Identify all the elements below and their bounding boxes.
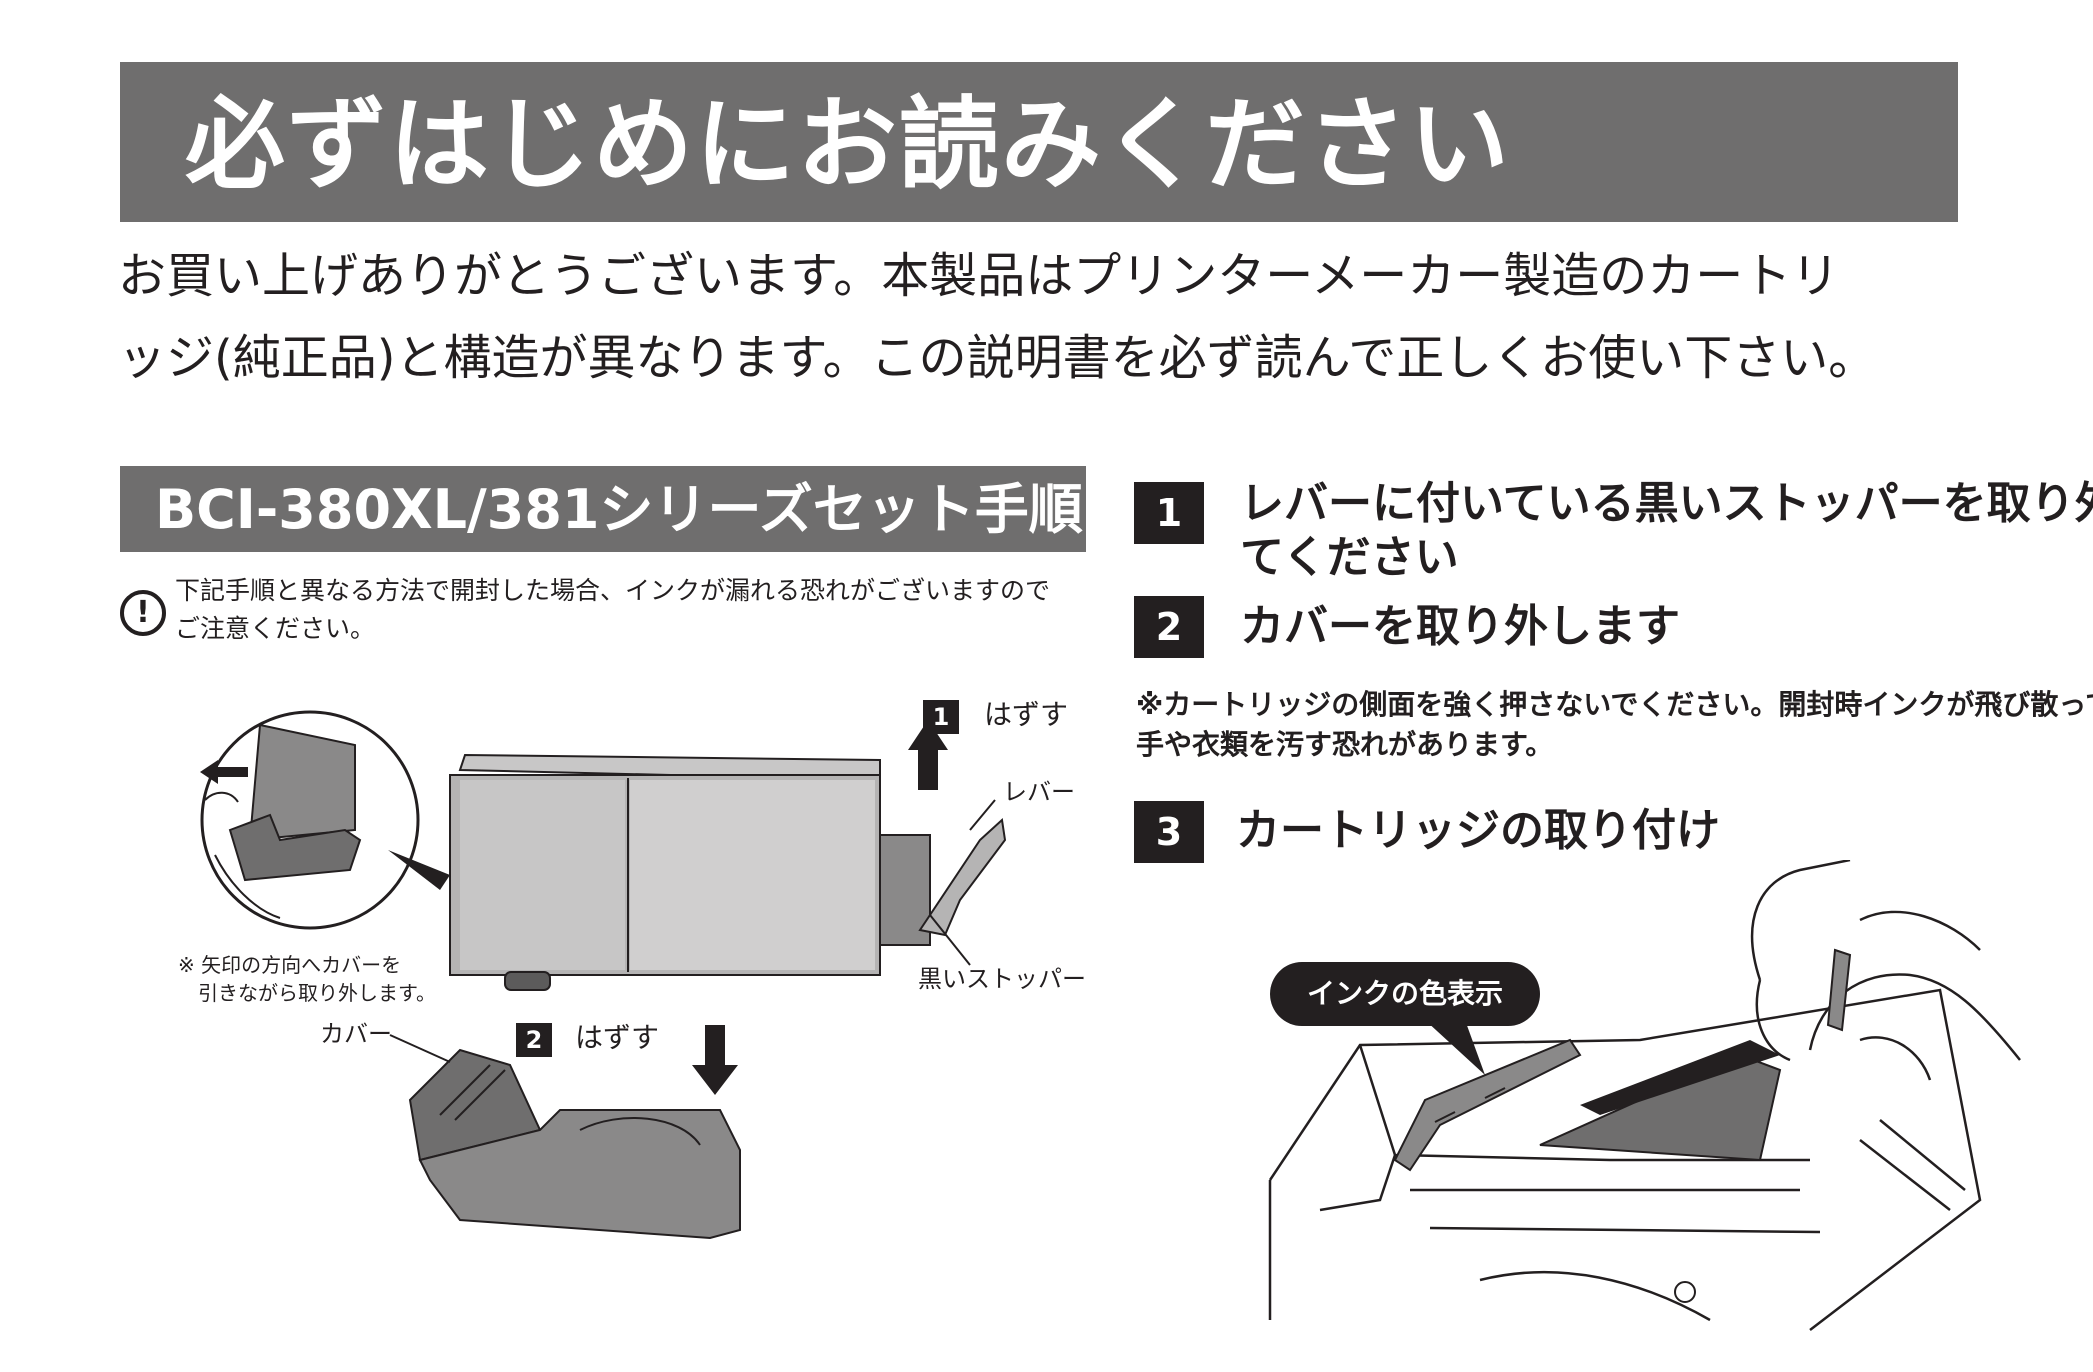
down-arrow-icon xyxy=(692,1025,738,1095)
step-3-number: 3 xyxy=(1134,801,1204,863)
cover-illustration xyxy=(408,1048,741,1240)
figure-step1-number: 1 xyxy=(923,700,959,734)
caution-line-2: 手や衣類を汚す恐れがあります。 xyxy=(1136,728,1554,761)
intro-line-2: ッジ(純正品)と構造が異なります。この説明書を必ず読んで正しくお使い下さい。 xyxy=(118,330,1877,386)
zoom-pointer xyxy=(388,850,450,890)
step-2-text: カバーを取り外します xyxy=(1240,601,1680,652)
step-1-line-1: レバーに付いている黒いストッパーを取り外し xyxy=(1240,478,2093,529)
printer-tray xyxy=(1268,988,1982,1331)
figure-note-line-2: 引きながら取り外します。 xyxy=(198,981,436,1005)
cartridge-install-illustration xyxy=(1268,860,2021,1331)
figure-note-line-1: ※ 矢印の方向へカバーを xyxy=(178,953,402,977)
cover-leader xyxy=(389,1034,451,1063)
ink-slot-strip xyxy=(1393,1038,1582,1172)
step-1-line-2: てください xyxy=(1240,532,1459,583)
cartridge-removal-illustration xyxy=(200,710,1007,1240)
section-header-bar xyxy=(120,466,1086,552)
section-title: BCI-380XL/381シリーズセット手順 xyxy=(155,478,1083,541)
callout-tail xyxy=(1425,1020,1485,1075)
zoom-detail xyxy=(204,723,362,919)
step-1-number: 1 xyxy=(1134,482,1204,544)
stopper-leader xyxy=(929,914,971,966)
warning-line-2: ご注意ください。 xyxy=(175,614,376,643)
figure-step1-label: はずす xyxy=(984,698,1069,731)
cartridge-body xyxy=(449,753,1007,991)
caution-line-1: ※カートリッジの側面を強く押さないでください。開封時インクが飛び散って、 xyxy=(1136,688,2093,721)
lever-label: レバー xyxy=(1003,778,1075,806)
cover-label: カバー xyxy=(320,1020,392,1048)
step-3-text: カートリッジの取り付け xyxy=(1236,805,1720,856)
figure-step2-number: 2 xyxy=(516,1023,552,1057)
stopper-label: 黒いストッパー xyxy=(918,965,1086,993)
exclamation-circle-icon: ! xyxy=(120,590,166,636)
warning-line-1: 下記手順と異なる方法で開封した場合、インクが漏れる恐れがございますので xyxy=(175,576,1051,605)
lever-leader xyxy=(969,799,996,831)
page-title: 必ずはじめにお読みください xyxy=(185,86,1511,203)
left-arrow-icon xyxy=(200,760,248,784)
hand-outline xyxy=(1751,860,2021,1081)
up-arrow-icon xyxy=(908,720,948,790)
cartridge-being-inserted xyxy=(1539,1040,1782,1162)
step-2-number: 2 xyxy=(1134,596,1204,658)
header-banner xyxy=(120,62,1958,222)
intro-line-1: お買い上げありがとうございます。本製品はプリンターメーカー製造のカートリ xyxy=(118,248,1840,304)
figure-step2-label: はずす xyxy=(575,1021,660,1054)
ink-color-callout: インクの色表示 xyxy=(1270,962,1540,1026)
